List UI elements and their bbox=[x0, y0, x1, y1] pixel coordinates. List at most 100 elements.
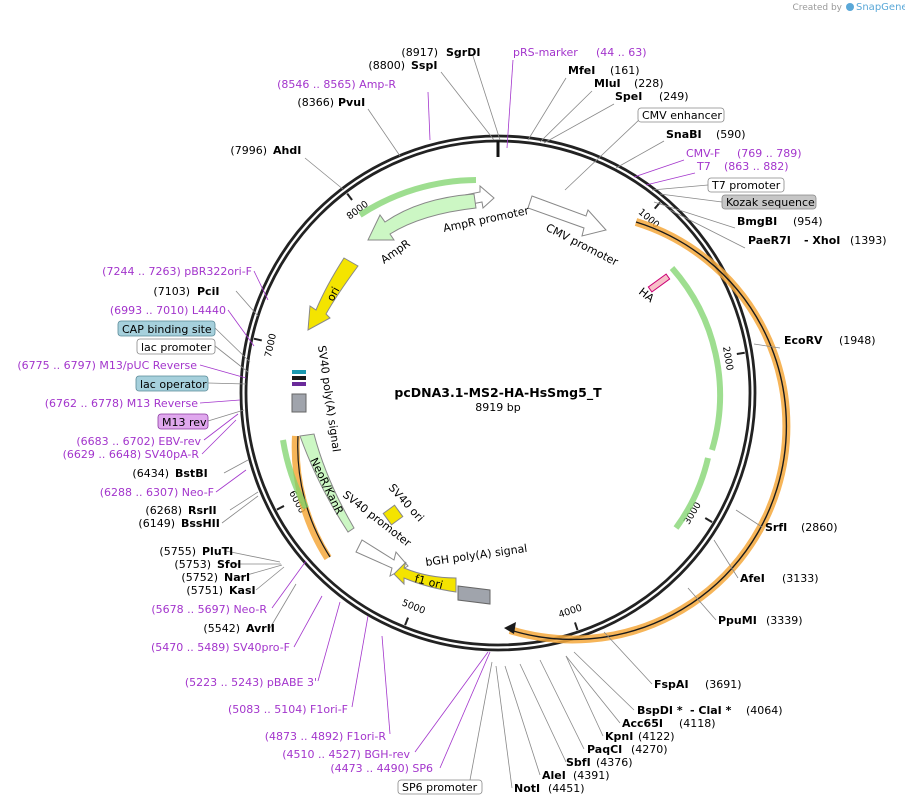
cmvf-pos: (769 .. 789) bbox=[737, 147, 802, 160]
ha-feature[interactable] bbox=[647, 273, 671, 293]
sp6-label[interactable]: (4473 .. 4490) SP6 bbox=[330, 762, 433, 775]
leader-line bbox=[495, 665, 513, 789]
m13reverse-label[interactable]: (6762 .. 6778) M13 Reverse bbox=[45, 397, 198, 410]
acc65i-pos: (4118) bbox=[679, 717, 716, 730]
avrii-name[interactable]: AvrII bbox=[246, 622, 275, 635]
mfei-name[interactable]: MfeI bbox=[568, 64, 595, 77]
leader-line bbox=[214, 327, 251, 363]
lac-promoter-box[interactable] bbox=[136, 338, 216, 355]
kasi-name[interactable]: KasI bbox=[229, 584, 256, 597]
neor-primer-label[interactable]: (5678 .. 5697) Neo-R bbox=[151, 603, 267, 616]
f1ori-arrow[interactable] bbox=[393, 561, 457, 593]
m13puc-label[interactable]: (6775 .. 6797) M13/pUC Reverse bbox=[17, 359, 197, 372]
leader-line bbox=[414, 651, 489, 753]
pbr322-label[interactable]: (7244 .. 7263) pBR322ori-F bbox=[102, 265, 252, 278]
neof-label[interactable]: (6288 .. 6307) Neo-F bbox=[100, 486, 214, 499]
leader-line bbox=[504, 665, 541, 776]
leader-line bbox=[225, 550, 281, 563]
sp6-promoter-box[interactable] bbox=[397, 779, 483, 795]
leader-line bbox=[351, 615, 369, 708]
sv40pro-label[interactable]: (5470 .. 5489) SV40pro-F bbox=[151, 641, 290, 654]
bmgbi-name[interactable]: BmgBI bbox=[737, 215, 777, 228]
cmv-enhancer-box[interactable] bbox=[637, 107, 725, 123]
rsrii-name[interactable]: RsrII bbox=[188, 504, 217, 517]
paer7i-xhoi[interactable]: - XhoI bbox=[804, 234, 840, 247]
bgh-polya-feature[interactable] bbox=[457, 585, 491, 605]
f1orir-label[interactable]: (4873 .. 4892) F1ori-R bbox=[265, 730, 387, 743]
m13rev-box[interactable] bbox=[157, 413, 209, 430]
ori-arrow[interactable] bbox=[307, 257, 359, 331]
f1ori-label: f1 ori bbox=[413, 572, 444, 592]
lac-operator-box[interactable] bbox=[135, 375, 209, 392]
pluti-name[interactable]: PluTI bbox=[202, 545, 233, 558]
kozak-box[interactable] bbox=[721, 194, 817, 210]
sv40par-label[interactable]: (6629 .. 6648) SV40pA-R bbox=[63, 448, 200, 461]
primer-mark-c bbox=[292, 382, 306, 386]
bstbi-name[interactable]: BstBI bbox=[175, 467, 208, 480]
alei-name[interactable]: AleI bbox=[542, 769, 566, 782]
sbfi-pos: (4376) bbox=[596, 756, 633, 769]
snabi-pos: (590) bbox=[716, 128, 746, 141]
ampr-arrow[interactable] bbox=[367, 193, 477, 241]
leader-line bbox=[227, 309, 255, 347]
ppumi-name[interactable]: PpuMI bbox=[718, 614, 757, 627]
fspai-name[interactable]: FspAI bbox=[654, 678, 689, 691]
sv40-ori-feature[interactable] bbox=[382, 504, 404, 526]
leader-line bbox=[239, 564, 283, 578]
srfi-name[interactable]: SrfI bbox=[765, 521, 787, 534]
cmv-promoter-arrow[interactable] bbox=[527, 195, 607, 237]
leader-line bbox=[381, 635, 391, 735]
sgrdi-name[interactable]: SgrDI bbox=[446, 46, 480, 59]
ecorv-name[interactable]: EcoRV bbox=[784, 334, 823, 347]
pcii-name[interactable]: PciI bbox=[197, 285, 219, 298]
leader-line bbox=[223, 459, 249, 474]
leader-line bbox=[201, 419, 237, 455]
sfoi-name[interactable]: SfoI bbox=[217, 558, 241, 571]
prs-marker-name[interactable]: pRS-marker bbox=[513, 46, 578, 59]
l4440-label[interactable]: (6993 .. 7010) L4440 bbox=[110, 304, 226, 317]
cmvf-name[interactable]: CMV-F bbox=[686, 147, 720, 160]
pvui-name[interactable]: PvuI bbox=[338, 96, 365, 109]
leader-line bbox=[543, 103, 615, 144]
ahdi-name[interactable]: AhdI bbox=[273, 144, 301, 157]
sspi-name[interactable]: SspI bbox=[411, 59, 437, 72]
sv40-polya-feature[interactable] bbox=[291, 393, 307, 413]
snabi-name[interactable]: SnaBI bbox=[666, 128, 702, 141]
lac-promoter-label: lac promoter bbox=[141, 341, 212, 354]
neor-arrow[interactable] bbox=[299, 433, 355, 533]
leader-line bbox=[235, 290, 259, 317]
leader-line bbox=[293, 595, 323, 648]
paqci-name[interactable]: PaqCI bbox=[587, 743, 622, 756]
acc65i-name[interactable]: Acc65I bbox=[622, 717, 663, 730]
leader-lines bbox=[199, 55, 781, 789]
bspdi-name[interactable]: BspDI * bbox=[637, 704, 683, 717]
t7-pos: (863 .. 882) bbox=[724, 160, 789, 173]
leader-line bbox=[221, 495, 259, 524]
ampr-primer-label[interactable]: (8546 .. 8565) Amp-R bbox=[277, 78, 396, 91]
sbfi-name[interactable]: SbfI bbox=[566, 756, 591, 769]
kpni-name[interactable]: KpnI bbox=[605, 730, 633, 743]
cap-site-box[interactable] bbox=[117, 320, 216, 337]
leader-line bbox=[439, 651, 491, 769]
credit-text: Created by bbox=[792, 3, 842, 13]
spei-name[interactable]: SpeI bbox=[615, 90, 642, 103]
paer7i-name[interactable]: PaeR7I bbox=[748, 234, 791, 247]
bghrev-label[interactable]: (4510 .. 4527) BGH-rev bbox=[282, 748, 410, 761]
leader-line bbox=[527, 77, 567, 141]
bspdi-clai[interactable]: - ClaI * bbox=[690, 704, 732, 717]
nari-name[interactable]: NarI bbox=[224, 571, 250, 584]
neor-label: NeoR/KanR bbox=[307, 456, 346, 517]
t7-name[interactable]: T7 bbox=[696, 160, 711, 173]
ebvrev-label[interactable]: (6683 .. 6702) EBV-rev bbox=[76, 435, 201, 448]
pbabe-label[interactable]: (5223 .. 5243) pBABE 3' bbox=[185, 676, 317, 689]
scale-tick bbox=[574, 622, 579, 631]
t7-promoter-box[interactable] bbox=[707, 177, 785, 193]
f1orif-label[interactable]: (5083 .. 5104) F1ori-F bbox=[228, 703, 348, 716]
leader-line bbox=[469, 661, 493, 781]
afei-name[interactable]: AfeI bbox=[740, 572, 765, 585]
brand-text: SnapGene bbox=[856, 2, 905, 13]
noti-name[interactable]: NotI bbox=[514, 782, 540, 795]
srfi-pos: (2860) bbox=[801, 521, 838, 534]
bsshii-name[interactable]: BssHII bbox=[181, 517, 220, 530]
mlui-name[interactable]: MluI bbox=[594, 77, 621, 90]
